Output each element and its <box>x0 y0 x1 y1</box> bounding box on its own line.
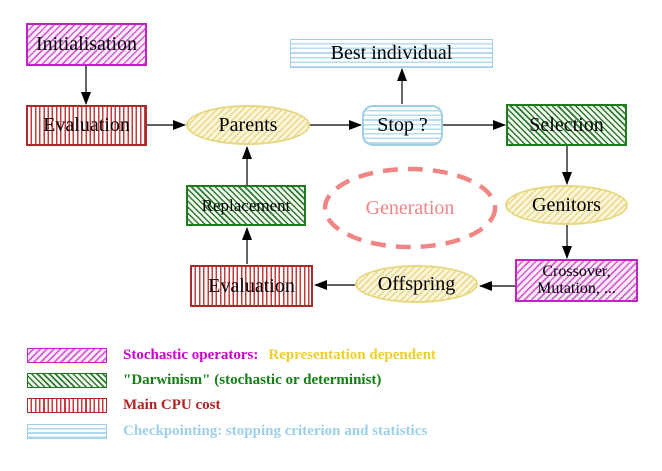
node-offspring: Offspring <box>355 265 478 303</box>
node-best-individual: Best individual <box>290 39 493 68</box>
legend-row-checkpointing: Checkpointing: stopping criterion and st… <box>27 423 427 440</box>
node-crossover-mutation-line1: Crossover, <box>542 262 611 280</box>
legend-label-stochastic-operators: Stochastic operators: <box>123 347 259 363</box>
generation-label-text: Generation <box>365 196 455 219</box>
legend-swatch-red-stripes <box>27 398 107 413</box>
legend-label-darwinism: "Darwinism" (stochastic or determinist) <box>123 372 382 388</box>
legend-label-representation-dependent: Representation dependent <box>268 347 437 363</box>
node-crossover-mutation-line2: Mutation, ... <box>537 279 616 297</box>
legend-row-main-cpu-cost: Main CPU cost <box>27 397 221 414</box>
node-offspring-label: Offspring <box>377 272 456 295</box>
node-initialisation-label: Initialisation <box>35 33 138 55</box>
node-parents: Parents <box>186 105 310 145</box>
node-stop: Stop ? <box>362 105 443 146</box>
node-replacement: Replacement <box>186 185 306 226</box>
node-evaluation-top-label: Evaluation <box>43 114 130 136</box>
node-evaluation-bottom-label: Evaluation <box>208 274 295 297</box>
legend-row-stochastic-operators: Stochastic operators: Representation dep… <box>27 347 436 364</box>
node-evaluation-bottom: Evaluation <box>190 265 313 307</box>
node-evaluation-top: Evaluation <box>26 105 147 146</box>
legend-swatch-green-hatch <box>27 373 107 388</box>
legend-label-checkpointing: Checkpointing: stopping criterion and st… <box>123 423 428 439</box>
legend-swatch-magenta-hatch <box>27 348 107 363</box>
node-selection-label: Selection <box>529 113 604 136</box>
node-genitors-label: Genitors <box>532 193 601 216</box>
node-replacement-label: Replacement <box>201 195 291 215</box>
node-crossover-mutation: Crossover, Mutation, ... <box>515 259 638 302</box>
legend-swatch-cyan-stripes <box>27 424 107 439</box>
legend-row-darwinism: "Darwinism" (stochastic or determinist) <box>27 372 381 389</box>
node-stop-label: Stop ? <box>377 114 428 136</box>
node-generation-label: Generation <box>323 168 497 248</box>
legend-label-main-cpu-cost: Main CPU cost <box>123 397 221 413</box>
node-selection: Selection <box>506 104 627 146</box>
node-initialisation: Initialisation <box>26 23 147 66</box>
node-parents-label: Parents <box>218 113 278 136</box>
node-best-individual-label: Best individual <box>330 42 453 64</box>
node-genitors: Genitors <box>505 185 628 225</box>
